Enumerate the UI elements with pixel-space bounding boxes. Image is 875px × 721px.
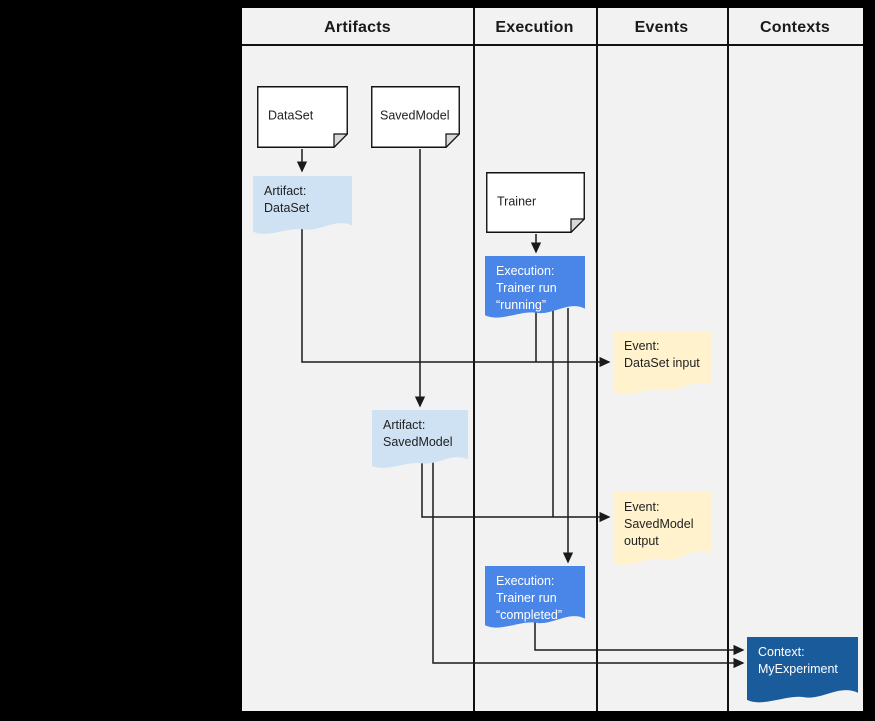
- node-dataset: DataSet: [257, 86, 348, 148]
- document-shape: [257, 86, 348, 148]
- diagram-sheet: Artifacts Execution Events Contexts Data…: [242, 8, 863, 711]
- node-label: Artifact: DataSet: [264, 184, 310, 215]
- node-execution-running: Execution: Trainer run “running”: [485, 256, 585, 322]
- edge-artifact-savedmodel-to-event-output: [421, 460, 611, 523]
- node-label: Event: DataSet input: [624, 339, 700, 370]
- node-savedmodel: SavedModel: [371, 86, 460, 148]
- node-context-myexperiment: Context: MyExperiment: [747, 637, 858, 707]
- edge-exec-completed-to-context: [534, 620, 745, 656]
- column-divider-events-contexts: [727, 8, 729, 711]
- node-label: Event: SavedModel output: [624, 500, 694, 548]
- node-execution-completed: Execution: Trainer run “completed”: [485, 566, 585, 632]
- node-artifact-dataset: Artifact: DataSet: [253, 176, 352, 238]
- node-artifact-savedmodel: Artifact: SavedModel: [372, 410, 468, 472]
- edge-artifact-savedmodel-to-context: [432, 460, 745, 669]
- node-label: Execution: Trainer run “running”: [496, 264, 557, 312]
- tape-shape: [613, 331, 712, 395]
- tape-shape: [485, 566, 585, 628]
- node-label: Execution: Trainer run “completed”: [496, 574, 562, 622]
- column-header-execution: Execution: [495, 19, 574, 36]
- edge-layer: [296, 149, 745, 669]
- edge-artifact-dataset-to-event-input: [301, 228, 611, 368]
- document-shape: [371, 86, 460, 148]
- tape-shape: [747, 637, 858, 703]
- column-header-artifacts: Artifacts: [324, 19, 391, 36]
- node-label: Trainer: [497, 193, 537, 208]
- tape-shape: [485, 256, 585, 318]
- node-trainer: Trainer: [486, 172, 585, 233]
- node-label: DataSet: [268, 108, 314, 123]
- tape-shape: [253, 176, 352, 234]
- node-label: SavedModel: [380, 108, 450, 123]
- node-event-savedmodel-output: Event: SavedModel output: [613, 492, 712, 570]
- column-header-events: Events: [634, 19, 689, 36]
- node-event-dataset-input: Event: DataSet input: [613, 331, 712, 399]
- column-divider-execution-events: [596, 8, 598, 711]
- document-shape: [486, 172, 585, 233]
- column-divider-artifacts-execution: [473, 8, 475, 711]
- node-label: Context: MyExperiment: [758, 645, 838, 676]
- node-label: Artifact: SavedModel: [383, 418, 453, 449]
- column-header-contexts: Contexts: [759, 19, 831, 36]
- tape-shape: [372, 410, 468, 468]
- header-underline: [242, 44, 863, 46]
- tape-shape: [613, 492, 712, 565]
